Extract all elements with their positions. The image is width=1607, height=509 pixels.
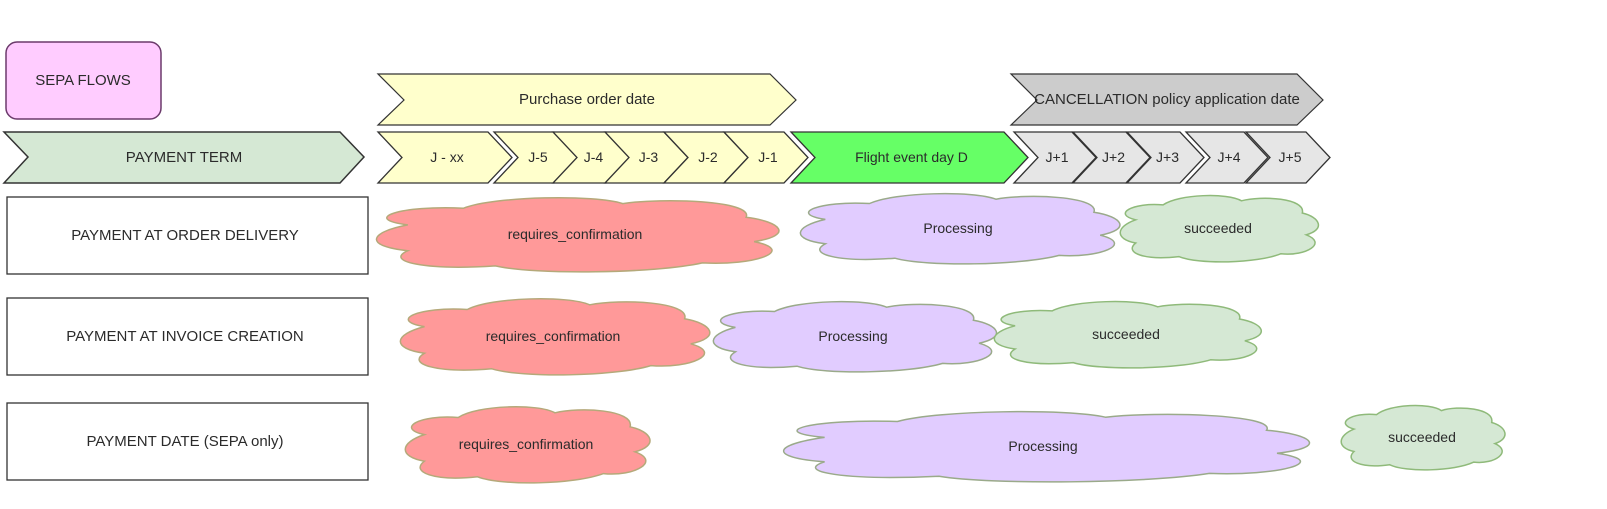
row-label-box-shape [6,297,369,376]
timeline-day-after-2-label: J+3 [1156,149,1179,165]
flight-event-day-shape [789,131,1029,184]
state-cloud-success[interactable]: succeeded [1119,194,1319,263]
timeline-day-after-3-label: J+4 [1218,149,1241,165]
state-cloud-pending[interactable]: requires_confirmation [399,298,711,376]
timeline-day-before-5[interactable]: J-1 [722,131,809,184]
timeline-day-after-4-label: J+5 [1279,149,1302,165]
payment-term-chevron[interactable]: PAYMENT TERM [2,131,366,184]
state-cloud-pending[interactable]: requires_confirmation [404,406,651,484]
timeline-day-after-2[interactable]: J+3 [1125,131,1205,184]
state-cloud-success[interactable]: succeeded [993,300,1263,369]
flight-event-day-label: Flight event day D [855,149,968,165]
state-label: succeeded [1092,326,1160,342]
state-label: Processing [923,220,992,236]
state-label: succeeded [1388,429,1456,445]
row-label-box[interactable]: PAYMENT DATE (SEPA only) [6,402,369,481]
state-label: requires_confirmation [486,328,621,344]
payment-term-label: PAYMENT TERM [126,149,242,166]
timeline-day-after-0-shape [1012,131,1097,184]
timeline-day-after-1-shape [1071,131,1151,184]
state-label: succeeded [1184,220,1252,236]
state-label: Processing [818,328,887,344]
row-label-box-shape [6,402,369,481]
sepa-flows-label: SEPA FLOWS [35,72,131,89]
timeline-day-after-2-shape [1125,131,1205,184]
state-label: Processing [1008,438,1077,454]
payment-rows: PAYMENT AT ORDER DELIVERY PAYMENT AT INVO… [6,196,369,481]
timeline-day-after-3-shape [1184,131,1269,184]
state-cloud-processing[interactable]: Processing [712,300,998,373]
state-cloud-processing[interactable]: Processing [799,192,1121,265]
row-label: PAYMENT AT INVOICE CREATION [66,328,304,345]
timeline-day-before-3-label: J-3 [639,149,659,165]
timeline-day-before-5-label: J-1 [758,149,778,165]
cancellation-policy-chevron[interactable]: CANCELLATION policy application date [1009,73,1324,126]
state-cloud-processing[interactable]: Processing [782,410,1311,483]
timeline-day-before-0-shape [376,131,513,184]
state-cloud-success[interactable]: succeeded [1340,404,1506,471]
timeline-day-after-3[interactable]: J+4 [1184,131,1269,184]
cloud-shape [799,192,1121,265]
cloud-shape [1340,404,1506,471]
cloud-shape [375,197,780,273]
state-label: requires_confirmation [459,436,594,452]
flight-event-day[interactable]: Flight event day D [789,131,1029,184]
cloud-shape [782,410,1311,483]
timeline-day-after-4-shape [1244,131,1331,184]
timeline-day-after-1-label: J+2 [1102,149,1125,165]
sepa-flows-box[interactable]: SEPA FLOWS [5,41,162,120]
timeline-day-before-5-shape [722,131,809,184]
cloud-shape [712,300,998,373]
row-label: PAYMENT AT ORDER DELIVERY [71,227,299,244]
state-label: requires_confirmation [508,226,643,242]
cloud-shape [1119,194,1319,263]
timeline-day-after-0-label: J+1 [1046,149,1069,165]
timeline-day-after-0[interactable]: J+1 [1012,131,1097,184]
timeline-day-after-4[interactable]: J+5 [1244,131,1331,184]
timeline-day-before-0[interactable]: J - xx [376,131,513,184]
purchase-order-date-label: Purchase order date [519,91,655,108]
timeline-day-before-2-label: J-4 [584,149,604,165]
row-label-box-shape [6,196,369,275]
cloud-shape [404,406,651,484]
timeline: J - xx J-5 J-4 J-3 J-2 J-1 Flight event day D J… [376,131,1331,184]
cancellation-policy-label: CANCELLATION policy application date [1034,91,1300,108]
row-label-box[interactable]: PAYMENT AT INVOICE CREATION [6,297,369,376]
row-label-box[interactable]: PAYMENT AT ORDER DELIVERY [6,196,369,275]
state-cloud-pending[interactable]: requires_confirmation [375,197,780,273]
timeline-day-before-0-label: J - xx [430,149,463,165]
timeline-day-before-4-label: J-2 [698,149,718,165]
row-label: PAYMENT DATE (SEPA only) [87,433,284,450]
cloud-shape [993,300,1263,369]
timeline-day-after-1[interactable]: J+2 [1071,131,1151,184]
timeline-day-before-1-label: J-5 [528,149,548,165]
cloud-shape [399,298,711,376]
purchase-order-date-chevron[interactable]: Purchase order date [376,73,797,126]
